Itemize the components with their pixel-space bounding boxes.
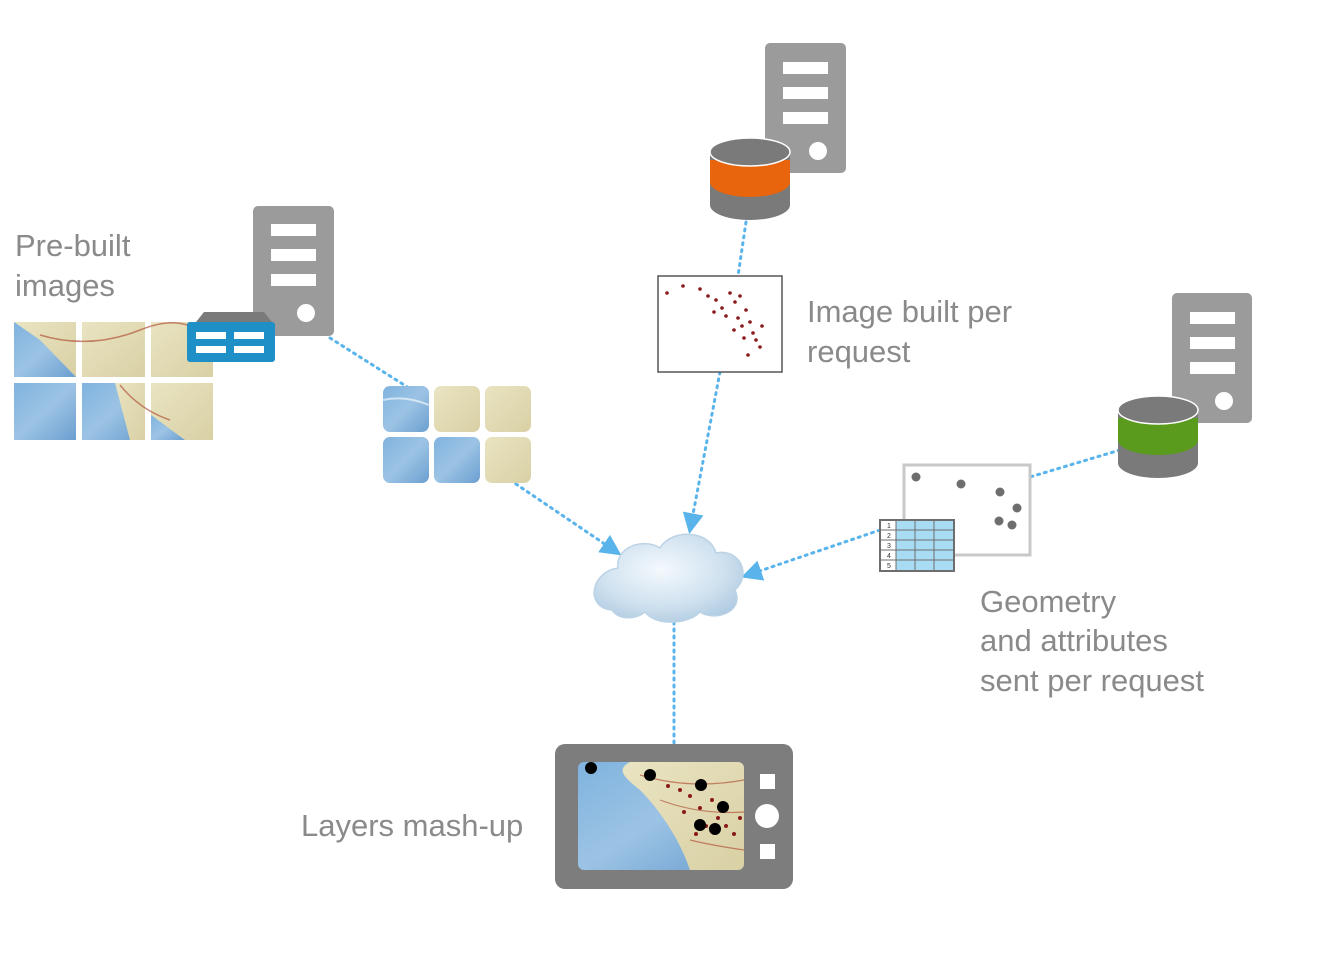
map-tile (383, 437, 429, 483)
server-icon (765, 43, 846, 173)
mashup-label: Layers mash-up (301, 808, 523, 843)
image-built-label-line2: request (807, 334, 911, 369)
connector-db-to-features (1028, 448, 1122, 479)
table-icon: 1 2 3 4 5 (879, 519, 955, 572)
connector-features-to-cloud (741, 528, 882, 581)
map-tile (485, 386, 531, 432)
device-screen (578, 762, 744, 870)
map-tile (434, 437, 480, 483)
map-tile (82, 322, 145, 377)
map-tile (485, 437, 531, 483)
prebuilt-label-line2: images (15, 268, 115, 303)
table-row-number: 5 (887, 563, 891, 570)
server-icon (1172, 293, 1252, 423)
image-built-label-line1: Image built per (807, 294, 1012, 329)
database-icon (709, 137, 791, 220)
geometry-label-line3: sent per request (980, 663, 1204, 698)
image-per-request-group: Image built per request (657, 43, 1012, 373)
connector-db-to-image (736, 220, 748, 278)
rendered-image-icon (657, 275, 783, 373)
table-row-number: 3 (887, 543, 891, 550)
mashup-device: Layers mash-up (301, 744, 793, 889)
tile-cache-icon (187, 312, 275, 362)
cloud-icon (593, 533, 744, 623)
server-icon (253, 206, 334, 336)
connector-image-to-cloud (682, 370, 722, 535)
map-tile (14, 383, 76, 440)
prebuilt-label-line1: Pre-built (15, 228, 131, 263)
geometry-label-line1: Geometry (980, 584, 1117, 619)
connectors (328, 220, 1122, 746)
connector-tiles-to-cloud (508, 478, 622, 556)
database-icon (1117, 395, 1199, 478)
prebuilt-tile-grid (14, 322, 213, 440)
table-row-number: 4 (887, 553, 891, 560)
map-tile (434, 386, 480, 432)
geometry-label-line2: and attributes (980, 623, 1168, 658)
table-row-number: 1 (887, 523, 891, 530)
feature-request-group: 1 2 3 4 5 Geometry and attributes sent p… (879, 293, 1252, 698)
prebuilt-images-group: Pre-built images (14, 206, 531, 483)
table-row-number: 2 (887, 533, 891, 540)
transit-tiles (382, 386, 531, 483)
map-tile (383, 386, 429, 432)
